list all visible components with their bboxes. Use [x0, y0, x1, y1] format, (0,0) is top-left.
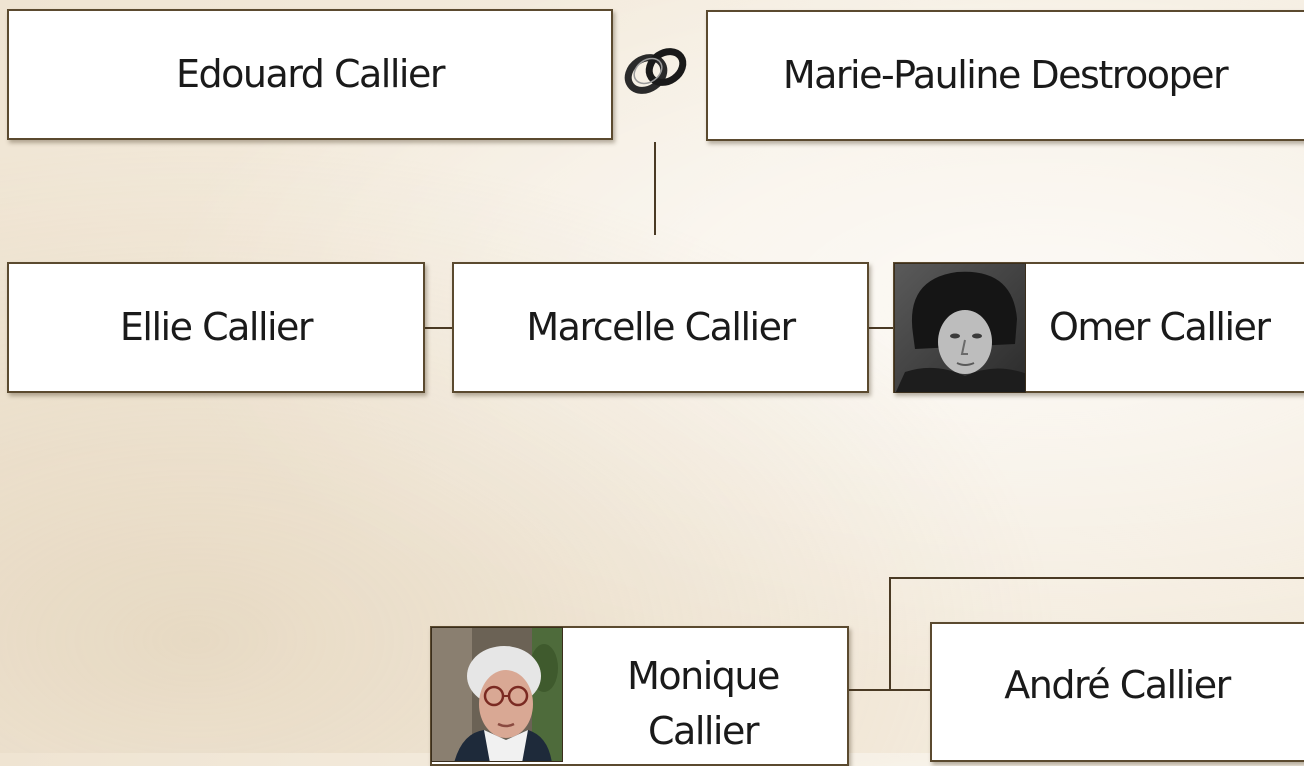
- person-name: Marie-Pauline Destrooper: [782, 52, 1229, 97]
- branch-top-line: [889, 577, 1304, 579]
- person-name: Omer Callier: [1049, 304, 1271, 349]
- person-card-andre[interactable]: André Callier: [930, 622, 1304, 762]
- person-card-marcelle[interactable]: Marcelle Callier: [452, 262, 869, 393]
- person-name: Ellie Callier: [119, 304, 314, 349]
- person-name: Marcelle Callier: [526, 304, 796, 349]
- person-card-edouard[interactable]: Edouard Callier: [7, 9, 613, 140]
- person-card-ellie[interactable]: Ellie Callier: [7, 262, 425, 393]
- parents-to-children-line: [654, 142, 656, 235]
- branch-vertical-line: [889, 577, 891, 691]
- omer-portrait-photo: [894, 263, 1026, 393]
- person-name: Monique Callier: [627, 653, 780, 753]
- wedding-rings-icon: [617, 38, 693, 102]
- sibling-connector-marcelle-omer: [868, 327, 896, 329]
- monique-portrait-photo: [431, 627, 563, 762]
- person-name: Edouard Callier: [176, 51, 445, 96]
- person-card-marie-pauline[interactable]: Marie-Pauline Destrooper: [706, 10, 1304, 141]
- person-name: André Callier: [1004, 663, 1231, 708]
- sibling-connector-ellie-marcelle: [424, 327, 454, 329]
